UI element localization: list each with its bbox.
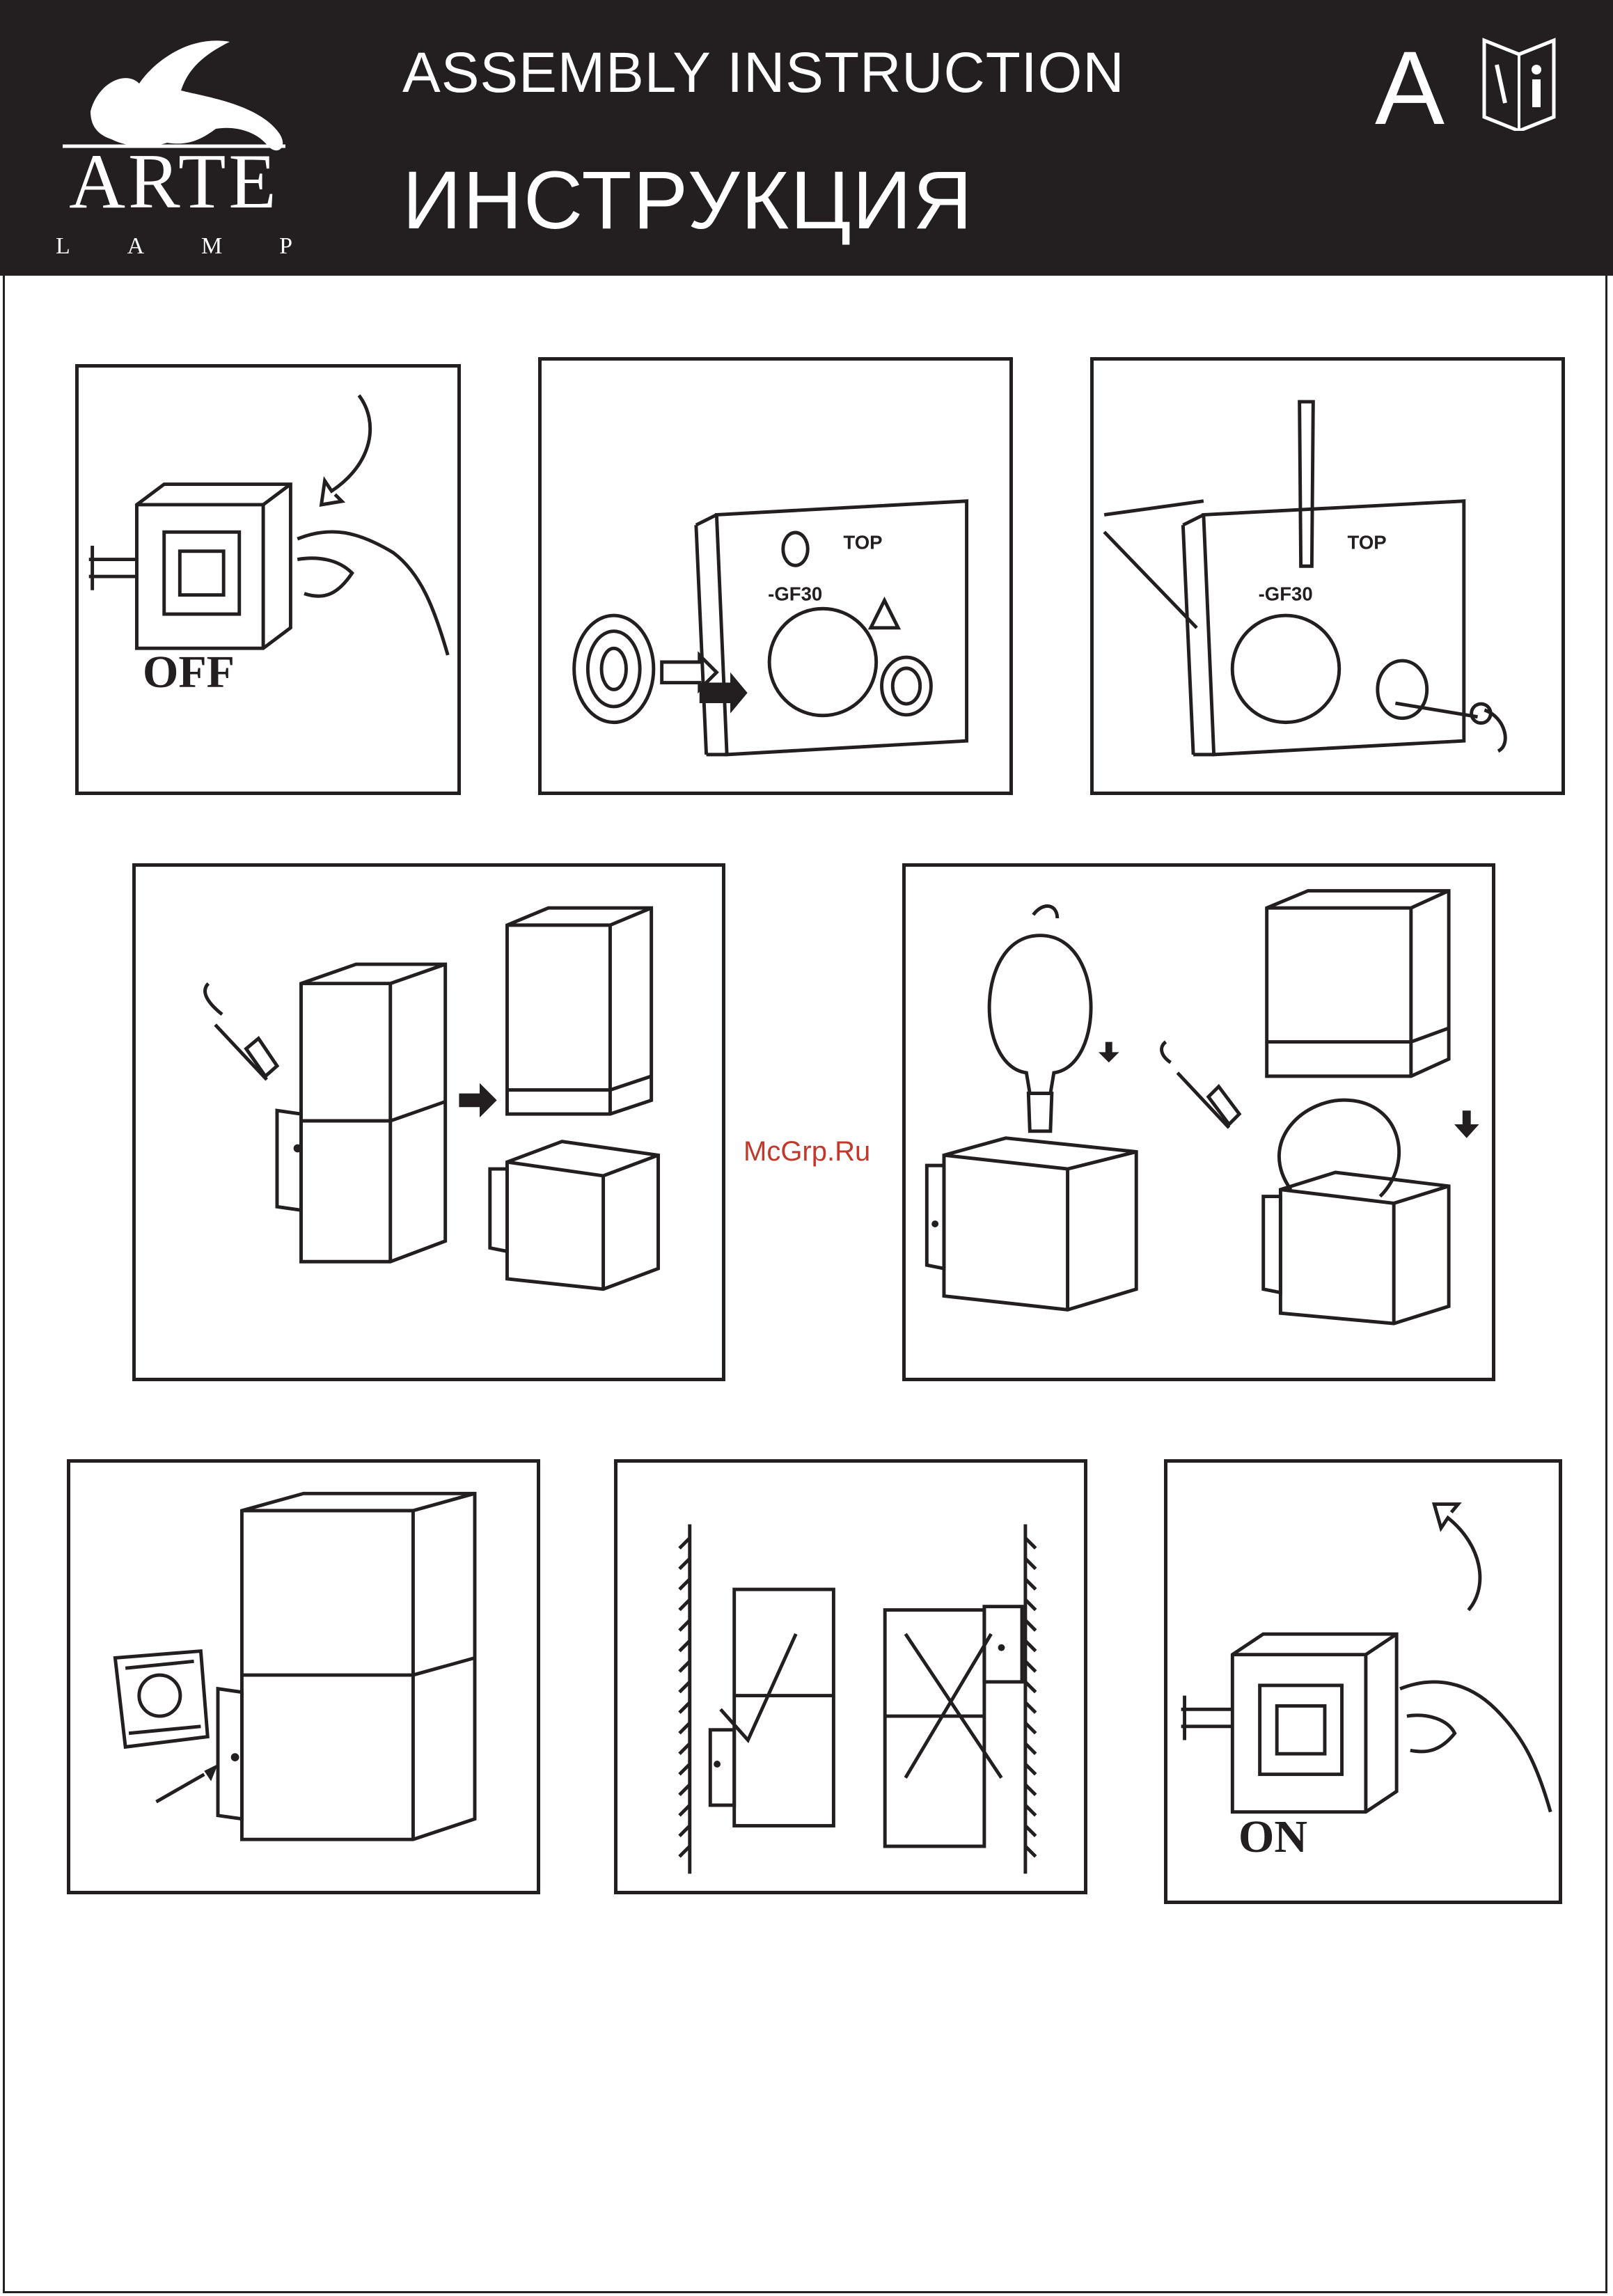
step-panel-insert-grommet: -GF30 TOP bbox=[538, 357, 1013, 795]
brand-subtitle: L A M P bbox=[56, 233, 292, 260]
brand-sub-letter: P bbox=[279, 233, 292, 260]
switch-on-illustration bbox=[1167, 1463, 1559, 1901]
info-book-icon bbox=[1477, 26, 1561, 131]
junction-box-screw-illustration: -GF30 TOP bbox=[1094, 361, 1561, 792]
junction-box-grommet-illustration: -GF30 TOP bbox=[542, 361, 1009, 792]
on-label: ON bbox=[1238, 1811, 1307, 1864]
attach-fixture-illustration bbox=[70, 1463, 537, 1891]
step-panel-switch-off: OFF bbox=[75, 364, 461, 795]
step-panel-switch-on: ON bbox=[1164, 1459, 1562, 1904]
box-marking-top: TOP bbox=[843, 532, 882, 553]
title-english: ASSEMBLY INSTRUCTION bbox=[402, 40, 1125, 106]
document-letter: A bbox=[1375, 28, 1445, 148]
watermark: McGrp.Ru bbox=[743, 1136, 870, 1167]
step-panel-orientation bbox=[614, 1459, 1087, 1894]
step-panel-mount-box: -GF30 TOP bbox=[1090, 357, 1565, 795]
step-panel-insert-bulb bbox=[902, 863, 1495, 1381]
step-panel-attach-to-box bbox=[67, 1459, 540, 1894]
header-bar: ARTE L A M P ASSEMBLY INSTRUCTION ИНСТРУ… bbox=[0, 0, 1613, 276]
title-russian: ИНСТРУКЦИЯ bbox=[402, 153, 974, 248]
brand-sub-letter: M bbox=[201, 233, 222, 260]
switch-off-illustration bbox=[79, 368, 457, 792]
box-marking-gf30: -GF30 bbox=[768, 583, 822, 604]
step-panel-remove-cover bbox=[132, 863, 725, 1381]
remove-cover-illustration bbox=[136, 867, 722, 1378]
box-marking-gf30: -GF30 bbox=[1259, 583, 1313, 604]
insert-bulb-illustration bbox=[906, 867, 1492, 1378]
brand-sub-letter: L bbox=[56, 233, 70, 260]
off-label: OFF bbox=[143, 646, 235, 699]
brand-name: ARTE bbox=[56, 143, 292, 221]
box-marking-top: TOP bbox=[1348, 532, 1387, 553]
orientation-check-illustration bbox=[617, 1463, 1084, 1891]
brand-sub-letter: A bbox=[127, 233, 145, 260]
